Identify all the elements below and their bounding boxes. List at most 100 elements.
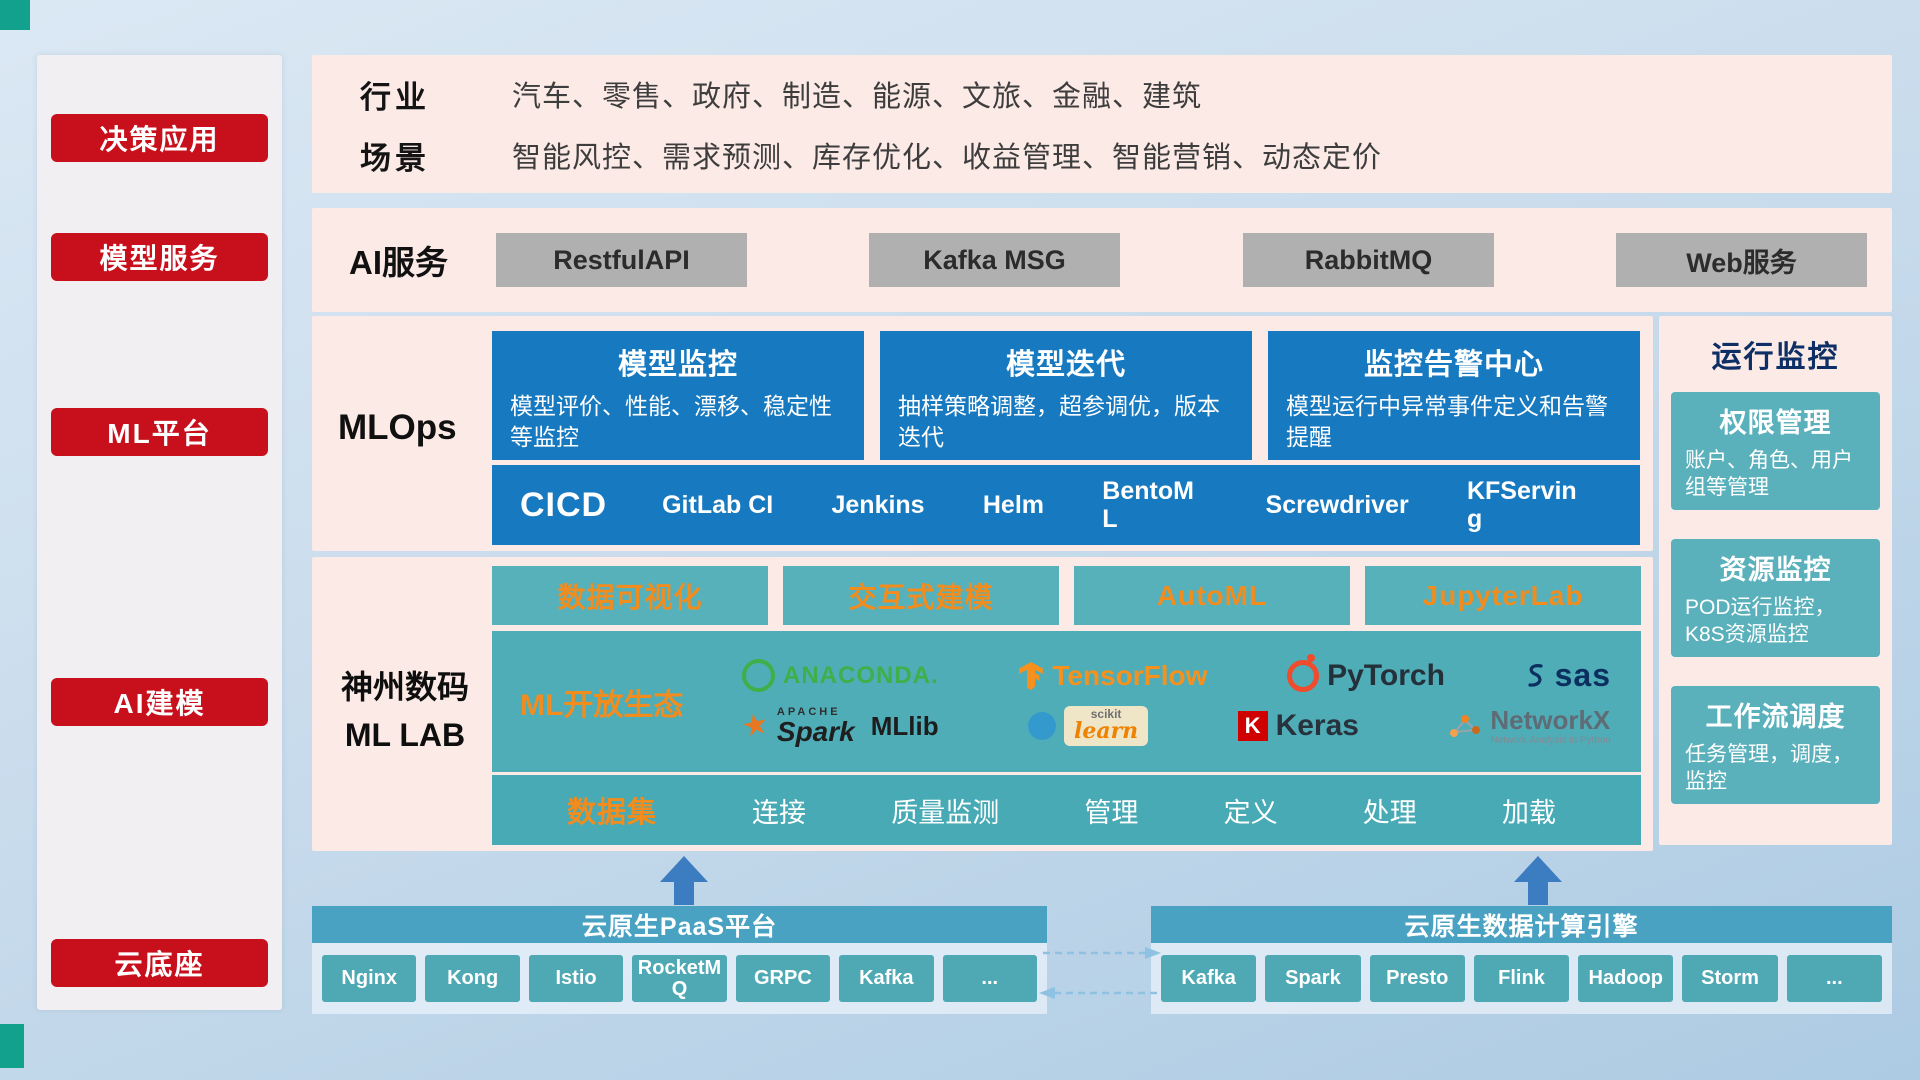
engine-spark: Spark [1265,955,1361,1002]
engine-flink: Flink [1473,955,1570,1002]
arrow-stem [1528,882,1548,905]
dataset-define: 定义 [1223,797,1278,828]
tool-interactive-modeling: 交互式建模 [783,566,1059,625]
spark-text: Spark [776,715,855,747]
keras-icon: K [1237,711,1268,741]
paas-more: ... [942,955,1037,1002]
run-monitoring-title: 运行监控 [1711,341,1840,374]
model-iteration-card: 模型迭代 抽样策略调整，超参调优，版本迭代 [880,331,1252,460]
card-desc: 模型运行中异常事件定义和告警提醒 [1286,393,1608,450]
decor-corner-top [0,0,30,30]
service-restfulapi: RestfulAPI [496,233,747,287]
cicd-label: CICD [520,485,608,524]
networkx-icon [1450,715,1481,737]
alert-center-card: 监控告警中心 模型运行中异常事件定义和告警提醒 [1268,331,1640,460]
paas-rocketmq: RocketMQ [632,955,727,1002]
service-rabbitmq: RabbitMQ [1243,233,1494,287]
card-desc: POD运行监控，K8S资源监控 [1685,596,1836,647]
ml-ecosystem-logos: ANACONDA. TensorFlow PyTorch sas [702,653,1641,747]
cicd-helm: Helm [982,491,1044,519]
tool-data-visualization: 数据可视化 [492,566,768,625]
tool-jupyterlab: JupyterLab [1365,566,1641,625]
engine-storm: Storm [1682,955,1778,1002]
spark-icon: ★ [738,706,772,745]
scikit-learn-badge: scikit learn [1063,706,1149,746]
dataset-quality: 质量监测 [891,797,1000,828]
arrow-stem [674,882,694,905]
engine-header: 云原生数据计算引擎 [1151,906,1892,943]
paas-header: 云原生PaaS平台 [312,906,1047,943]
dataset-label: 数据集 [567,797,658,829]
cicd-screwdriver: Screwdriver [1265,491,1409,519]
paas-grpc: GRPC [735,955,831,1002]
engine-kafka: Kafka [1161,955,1257,1002]
paas-kafka: Kafka [839,955,934,1002]
scenario-text: 智能风控、需求预测、库存优化、收益管理、智能营销、动态定价 [512,142,1383,174]
mllab-label: 神州数码 ML LAB [316,663,494,759]
layer-sidebar: 决策应用 模型服务 ML平台 AI建模 云底座 [37,55,282,1010]
pytorch-wordmark: PyTorch [1327,658,1445,692]
dataset-process: 处理 [1362,797,1417,828]
card-desc: 账户、角色、用户组等管理 [1685,449,1853,500]
networkx-text: NetworkX [1490,705,1611,736]
pytorch-icon [1287,653,1320,692]
ml-ecosystem-label: ML开放生态 [520,688,684,722]
permission-mgmt-card: 权限管理 账户、角色、用户组等管理 [1671,392,1880,510]
networkx-logo: NetworkX Network Analysis in Python [1448,706,1611,746]
scikit-learn-logo: scikit learn [1027,706,1149,746]
industry-line: 行业 汽车、零售、政府、制造、能源、文旅、金融、建筑 [360,69,1872,119]
cicd-gitlab-ci: GitLab CI [662,491,774,519]
sas-logo: sas [1525,657,1611,694]
mllab-panel: 神州数码 ML LAB 数据可视化 交互式建模 AutoML JupyterLa… [312,557,1653,851]
keras-wordmark: Keras [1275,709,1359,742]
cicd-items: GitLab CI Jenkins Helm BentoML Screwdriv… [662,477,1640,533]
cicd-bar: CICD GitLab CI Jenkins Helm BentoML Scre… [492,465,1640,545]
paas-kong: Kong [425,955,520,1002]
card-title: 监控告警中心 [1363,349,1544,381]
mllib-wordmark: MLlib [870,710,939,741]
card-title: 模型迭代 [1005,349,1126,381]
spark-mllib-logo: ★ APACHE Spark MLlib [738,705,939,747]
mllab-tools: 数据可视化 交互式建模 AutoML JupyterLab [492,566,1641,625]
up-arrow-right [1514,856,1562,905]
anaconda-logo: ANACONDA. [742,659,939,692]
mllab-label-line1: 神州数码 [340,669,469,705]
anaconda-wordmark: ANACONDA. [783,661,939,689]
mllab-label-line2: ML LAB [344,717,466,753]
mlops-panel: MLOps 模型监控 模型评价、性能、漂移、稳定性等监控 模型迭代 抽样策略调整… [312,316,1653,551]
arrow-head [1514,856,1562,882]
dataset-bar: 数据集 连接 质量监测 管理 定义 处理 加载 [492,775,1641,845]
scikit-learn-icon [1027,712,1056,740]
keras-logo: K Keras [1237,709,1359,743]
logo-row-1: ANACONDA. TensorFlow PyTorch sas [742,653,1611,694]
anaconda-icon [742,659,775,692]
networkx-tagline: Network Analysis in Python [1490,734,1611,746]
sas-wordmark: sas [1554,657,1611,693]
layer-cloud-base: 云底座 [51,939,268,987]
workflow-schedule-card: 工作流调度 任务管理，调度，监控 [1671,686,1880,804]
mlops-label: MLOps [338,408,457,447]
ml-ecosystem-bar: ML开放生态 ANACONDA. TensorFlow PyTorch [492,631,1641,772]
card-title: 资源监控 [1719,555,1832,585]
spark-apache-text: APACHE [776,705,841,718]
engine-body: Kafka Spark Presto Flink Hadoop Storm ..… [1151,943,1892,1014]
industry-scenario-panel: 行业 汽车、零售、政府、制造、能源、文旅、金融、建筑 场景 智能风控、需求预测、… [312,55,1892,193]
logo-row-2: ★ APACHE Spark MLlib scikit learn [738,705,1611,747]
industry-label: 行业 [360,79,430,115]
layer-decision-apps: 决策应用 [51,114,268,162]
tool-automl: AutoML [1074,566,1350,625]
tensorflow-logo: TensorFlow [1018,660,1207,692]
dashed-exchange-arrows [1039,947,1161,999]
card-title: 权限管理 [1719,408,1832,438]
engine-more: ... [1786,955,1882,1002]
cicd-jenkins: Jenkins [831,491,925,519]
tensorflow-wordmark: TensorFlow [1052,659,1208,691]
up-arrow-left [660,856,708,905]
card-desc: 模型评价、性能、漂移、稳定性等监控 [510,393,832,450]
pytorch-logo: PyTorch [1287,653,1445,693]
paas-nginx: Nginx [322,955,417,1002]
arrow-head [660,856,708,882]
ai-service-panel: AI服务 RestfulAPI Kafka MSG RabbitMQ Web服务 [312,208,1892,312]
dataset-manage: 管理 [1084,797,1139,828]
